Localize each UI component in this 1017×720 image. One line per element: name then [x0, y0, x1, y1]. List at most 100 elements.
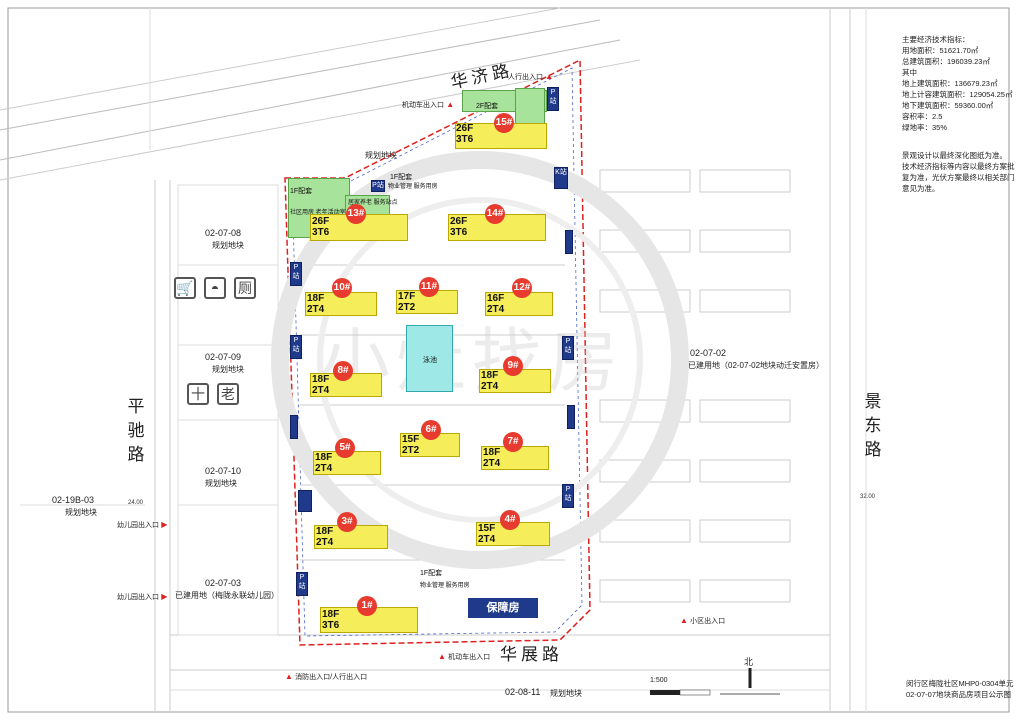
amenity-label: 1F配套: [420, 570, 443, 577]
building-number: 7#: [503, 432, 523, 452]
plot-code: 02-07-09: [205, 352, 242, 362]
amenity-label: 居家养老 服务站点: [348, 200, 398, 206]
footer-title: 闵行区梅陇社区MHP0-0304单元 02-07-07地块商品房项目公示图: [906, 678, 1014, 700]
p-station: P站: [562, 484, 574, 508]
info-total-area: 总建筑面积：196039.23㎡: [902, 57, 990, 66]
plot-desc: 规划地块: [550, 689, 582, 698]
elevation-east: 32.00: [860, 494, 876, 500]
note-line: 复为准，光伏方案最终以相关部门: [902, 173, 1015, 182]
building-number: 1#: [357, 596, 377, 616]
amenity-label: 物业管理 服务用房: [388, 184, 438, 190]
toilet-icon: 厕: [234, 277, 256, 299]
info-green: 绿地率：35%: [902, 123, 948, 132]
north-vehicle-entry: 机动车出入口 ▲: [402, 100, 455, 109]
p-station: P站: [562, 336, 574, 360]
affordable-housing-block: 保障房: [468, 598, 538, 618]
plot-code: 02-07-02: [690, 348, 727, 358]
info-qizhong: 其中: [902, 68, 917, 77]
p-station: P站: [296, 572, 308, 596]
building-number: 13#: [346, 204, 366, 224]
footer-line: 闵行区梅陇社区MHP0-0304单元: [906, 679, 1014, 688]
road-west-label: 平驰路: [127, 397, 145, 465]
info-far: 容积率：2.5: [902, 112, 943, 121]
building-number: 12#: [512, 278, 532, 298]
plot-code: 02-07-10: [205, 466, 242, 476]
south-community-entry: ▲ 小区出入口: [680, 616, 726, 625]
amenity-label: 社区用房 老年活动室: [290, 210, 346, 216]
amenity-label: 物业管理 服务用房: [420, 583, 470, 589]
elevation-west: 24.00: [128, 500, 144, 506]
note-line: 技术经济指标等内容以最终方案批: [902, 162, 1015, 171]
building-number: 10#: [332, 278, 352, 298]
north-pedestrian-entry: 人行出入口 ▲: [508, 72, 554, 81]
amenity-area: [515, 88, 545, 128]
building-number: 14#: [485, 204, 505, 224]
p-station: P站: [290, 335, 302, 359]
notes: 景观设计以最终深化图纸为准。 技术经济指标等内容以最终方案批 复为准，光伏方案最…: [902, 150, 1015, 194]
kindergarten-entry: 幼儿园出入口 ▶: [117, 520, 168, 529]
plot-desc: 规划地块: [205, 479, 237, 488]
dome-icon: ◓: [204, 277, 226, 299]
north-arrow-label: 北: [744, 657, 754, 667]
info-above: 地上建筑面积：136679.23㎡: [902, 79, 998, 88]
plot-code: 02-08-11: [505, 687, 541, 697]
k-station: K站: [554, 167, 568, 189]
station-block: [567, 405, 575, 429]
note-line: 意见为准。: [902, 184, 940, 193]
info-below: 地下建筑面积：59360.00㎡: [902, 101, 994, 110]
plot-code: 02-07-08: [205, 228, 242, 238]
plot-desc: 已建用地（02-07-02地块动迁安置房）: [688, 361, 825, 370]
building-number: 8#: [333, 361, 353, 381]
north-plan-label: 规划地块: [365, 151, 397, 160]
building-number: 15#: [494, 113, 514, 133]
road-east-label: 景东路: [864, 392, 882, 460]
elderly-icon: 老: [217, 383, 239, 405]
plot-desc: 规划地块: [212, 365, 244, 374]
footer-line: 02-07-07地块商品房项目公示图: [906, 690, 1012, 699]
fire-pedestrian-entry: ▲ 消防出入口/人行出入口: [285, 672, 368, 681]
plus-icon: 十: [187, 383, 209, 405]
plot-desc: 规划地块: [212, 241, 244, 250]
building-number: 11#: [419, 277, 439, 297]
station-block: [565, 230, 573, 254]
info-site-area: 用地面积：51621.70㎡: [902, 46, 979, 55]
plot-code: 02-07-03: [205, 578, 242, 588]
scale-label: 1:500: [650, 677, 668, 684]
building-number: 5#: [335, 438, 355, 458]
building-number: 4#: [500, 510, 520, 530]
pool-label: 泳池: [423, 357, 437, 364]
kindergarten-entry: 幼儿园出入口 ▶: [117, 592, 168, 601]
info-above-calc: 地上计容建筑面积：129054.25㎡: [902, 90, 1013, 99]
south-vehicle-entry: ▲ 机动车出入口: [438, 652, 491, 661]
swimming-pool: [406, 325, 453, 392]
building-14: [448, 214, 546, 241]
plot-code: 02-19B-03: [52, 495, 95, 505]
plot-desc: 已建用地（梅陇永联幼儿园）: [175, 591, 279, 600]
info-title: 主要经济技术指标：: [902, 35, 970, 44]
p-station: P站: [547, 87, 559, 111]
note-line: 景观设计以最终深化图纸为准。: [902, 151, 1007, 160]
building-number: 9#: [503, 356, 523, 376]
road-south-label: 华展路: [500, 645, 563, 665]
technical-indicators: 主要经济技术指标： 用地面积：51621.70㎡ 总建筑面积：196039.23…: [902, 34, 1012, 133]
plot-desc: 规划地块: [65, 508, 97, 517]
amenity-label: 1F配套: [390, 174, 413, 181]
p-station: P站: [290, 262, 302, 286]
cart-icon: 🛒: [174, 277, 196, 299]
